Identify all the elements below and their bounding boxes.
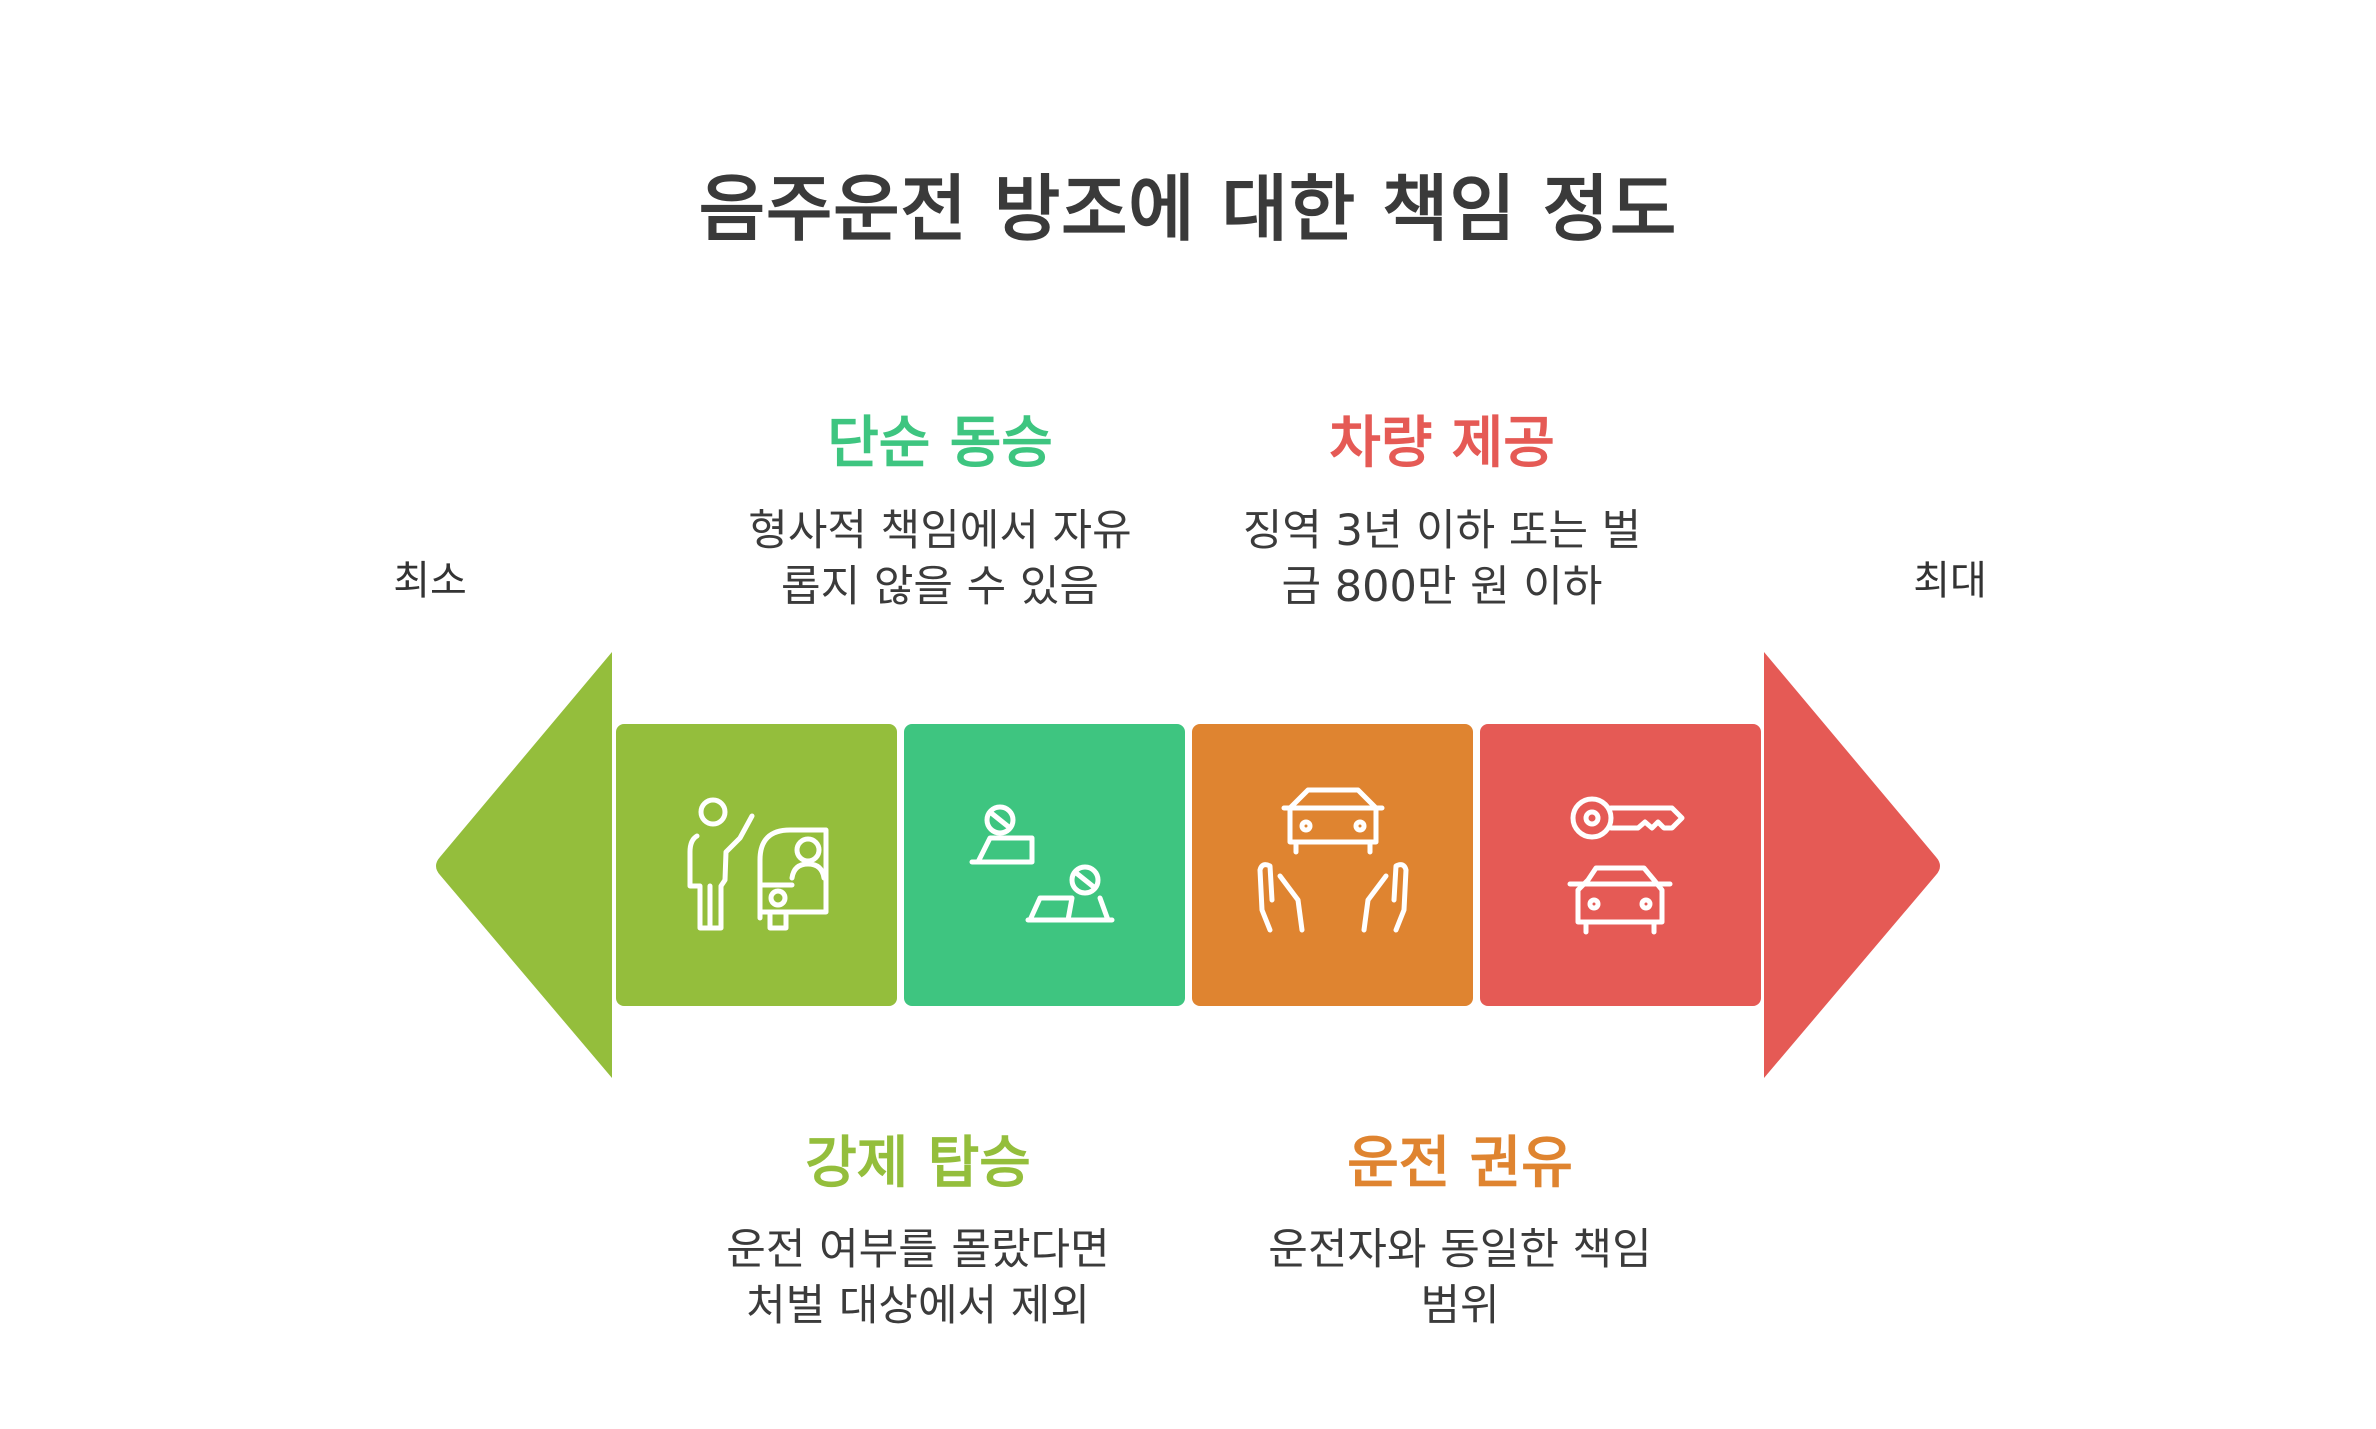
stage-3-description: 운전자와 동일한 책임 범위 xyxy=(1160,1222,1760,1334)
page-title: 음주운전 방조에 대한 책임 정도 xyxy=(698,167,1678,251)
stage-1-block xyxy=(616,724,897,1006)
left-arrowhead xyxy=(436,652,612,1078)
right-arrowhead xyxy=(1764,652,1940,1078)
stage-1-desc-line-2: 처벌 대상에서 제외 xyxy=(746,1281,1090,1331)
stage-4-heading: 차량 제공 xyxy=(1329,411,1555,476)
people-at-laptops-icon xyxy=(969,804,1115,923)
stage-3-desc-line-1: 운전자와 동일한 책임 xyxy=(1268,1225,1652,1275)
person-hailing-car-icon xyxy=(687,797,829,931)
stage-4-description: 징역 3년 이하 또는 벌 금 800만 원 이하 xyxy=(1142,503,1742,615)
stage-2-desc-line-1: 형사적 책임에서 자유 xyxy=(748,506,1132,556)
stage-3-heading: 운전 권유 xyxy=(1347,1131,1573,1196)
stage-2-heading: 단순 동승 xyxy=(827,411,1053,476)
stage-2-block xyxy=(904,724,1185,1006)
stage-3-desc-line-2: 범위 xyxy=(1420,1281,1500,1331)
stage-3-block xyxy=(1192,724,1473,1006)
scale-max-label: 최대 xyxy=(1913,558,1987,604)
stage-4-desc-line-2: 금 800만 원 이하 xyxy=(1281,562,1603,612)
scale-min-label: 최소 xyxy=(393,558,467,604)
key-and-car-icon xyxy=(1567,796,1685,935)
stage-4-block xyxy=(1480,724,1761,1006)
stage-1-desc-line-1: 운전 여부를 몰랐다면 xyxy=(726,1225,1110,1275)
stage-4-desc-line-1: 징역 3년 이하 또는 벌 xyxy=(1242,506,1642,556)
stage-1-description: 운전 여부를 몰랐다면 처벌 대상에서 제외 xyxy=(618,1222,1218,1334)
stage-2-desc-line-2: 롭지 않을 수 있음 xyxy=(781,562,1099,612)
stage-2-description: 형사적 책임에서 자유 롭지 않을 수 있음 xyxy=(640,503,1240,615)
stage-1-heading: 강제 탑승 xyxy=(805,1131,1031,1196)
hands-holding-car-icon xyxy=(1257,787,1409,933)
